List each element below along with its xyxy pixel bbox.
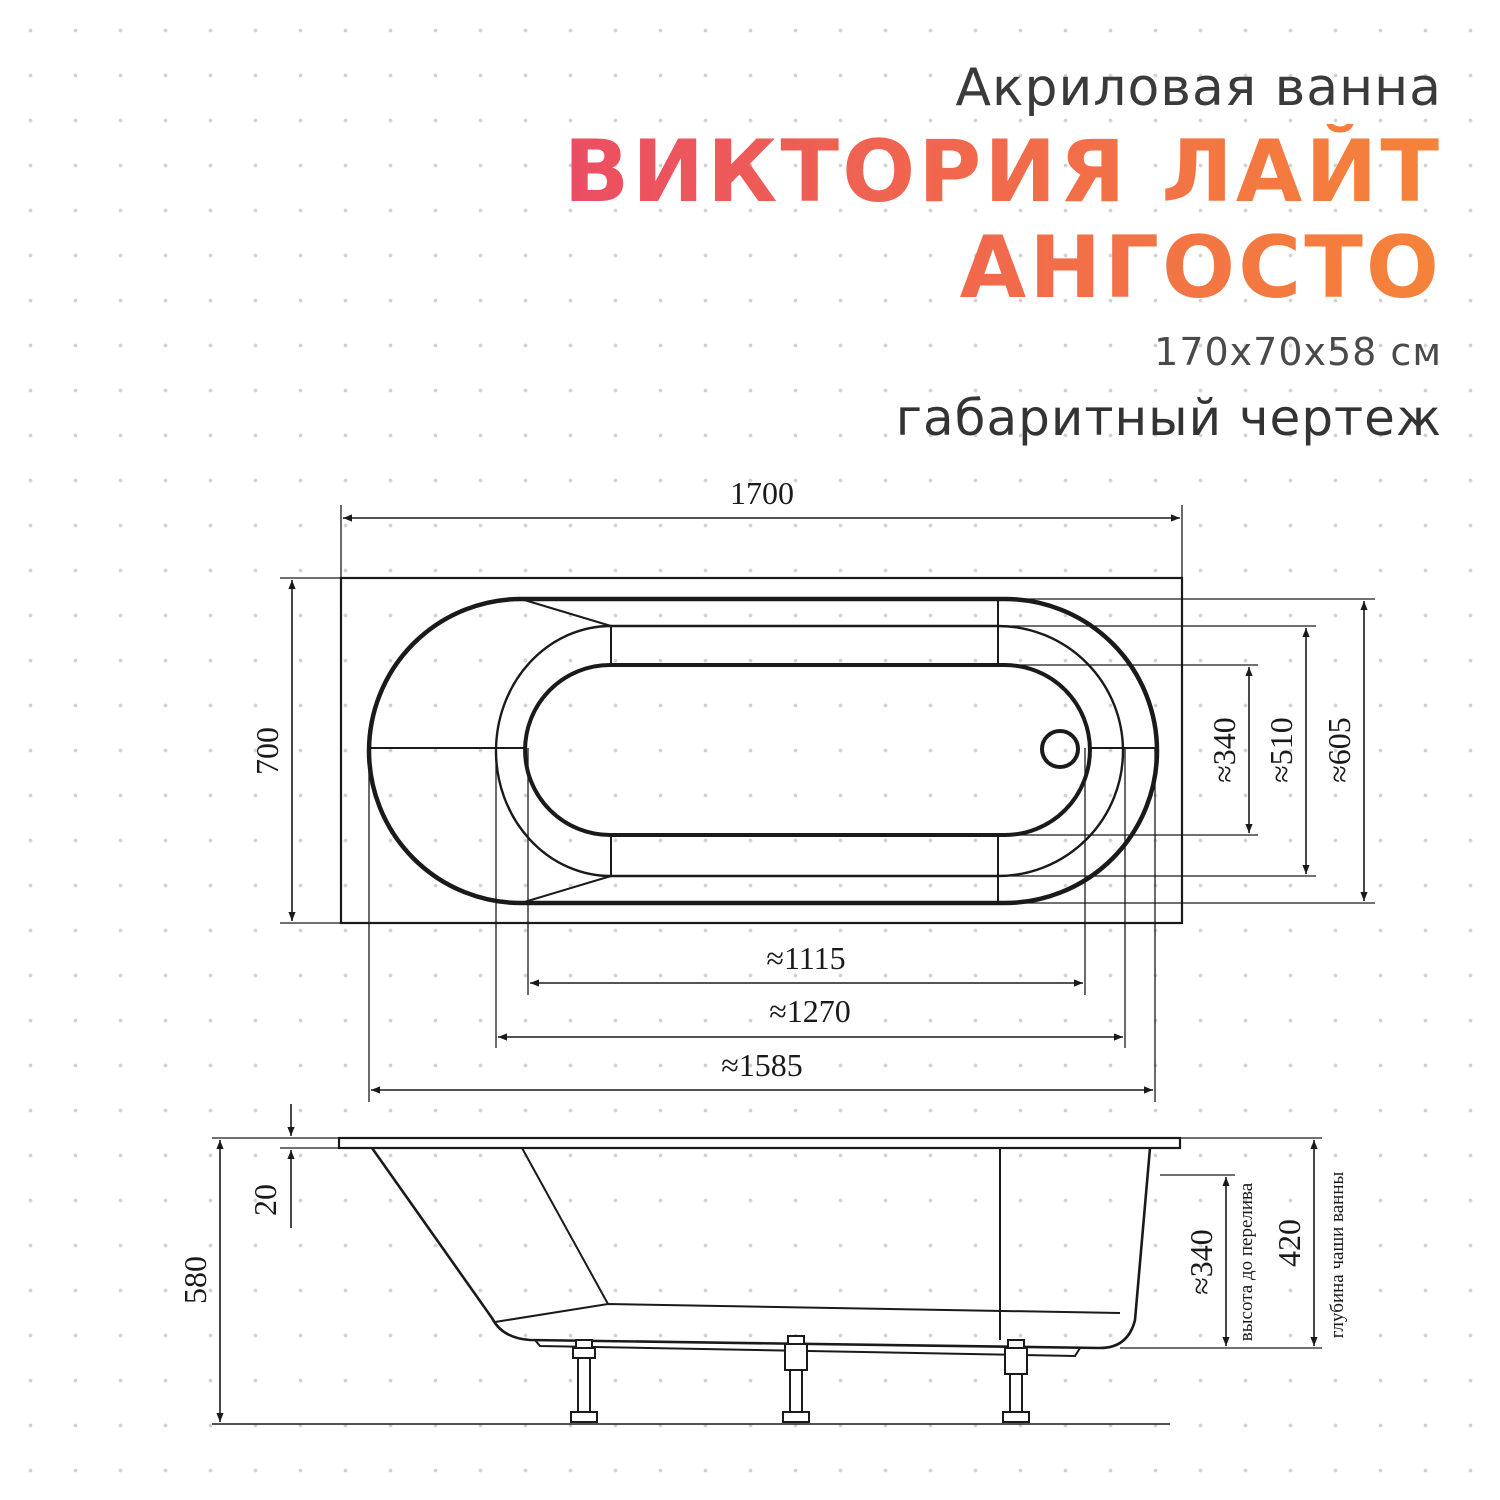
label-1115: ≈1115 bbox=[766, 940, 845, 976]
drawing-type: габаритный чертеж bbox=[895, 389, 1442, 447]
tub-outline-top bbox=[339, 576, 1184, 925]
model-name-line-2: АНГОСТО bbox=[442, 220, 1442, 316]
tub-bowl-bottom bbox=[523, 663, 1092, 837]
label-overflow-caption: высота до перелива bbox=[1236, 1182, 1257, 1341]
label-length: 1700 bbox=[730, 475, 794, 511]
model-name-line-1: ВИКТОРИЯ ЛАЙТ bbox=[442, 124, 1442, 220]
overall-dimensions: 170х70х58 см bbox=[1154, 330, 1442, 374]
tub-body-side bbox=[370, 1147, 1152, 1350]
label-depth-caption: глубина чаши ванны bbox=[1327, 1172, 1348, 1339]
title-block: Акриловая ванна ВИКТОРИЯ ЛАЙТ АНГОСТО 17… bbox=[442, 52, 1442, 452]
tub-bowl-outer bbox=[366, 596, 1160, 906]
side-view bbox=[212, 1104, 1322, 1425]
label-width: 700 bbox=[249, 727, 285, 775]
label-total-height: 580 bbox=[177, 1256, 213, 1304]
drain-hole bbox=[1040, 729, 1080, 769]
label-340: ≈340 bbox=[1206, 717, 1242, 783]
tub-rim-side bbox=[337, 1136, 1182, 1150]
label-depth-value: 420 bbox=[1271, 1219, 1307, 1267]
product-type: Акриловая ванна bbox=[955, 58, 1442, 118]
support-leg-3 bbox=[1002, 1339, 1030, 1423]
label-605: ≈605 bbox=[1321, 717, 1357, 783]
support-leg-2 bbox=[782, 1335, 810, 1423]
support-leg-1 bbox=[570, 1339, 598, 1423]
label-1585: ≈1585 bbox=[721, 1047, 803, 1083]
label-510: ≈510 bbox=[1263, 717, 1299, 783]
label-overflow-value: ≈340 bbox=[1183, 1229, 1219, 1295]
top-view bbox=[280, 505, 1375, 1102]
label-rim-height: 20 bbox=[247, 1184, 283, 1216]
label-1270: ≈1270 bbox=[769, 993, 851, 1029]
